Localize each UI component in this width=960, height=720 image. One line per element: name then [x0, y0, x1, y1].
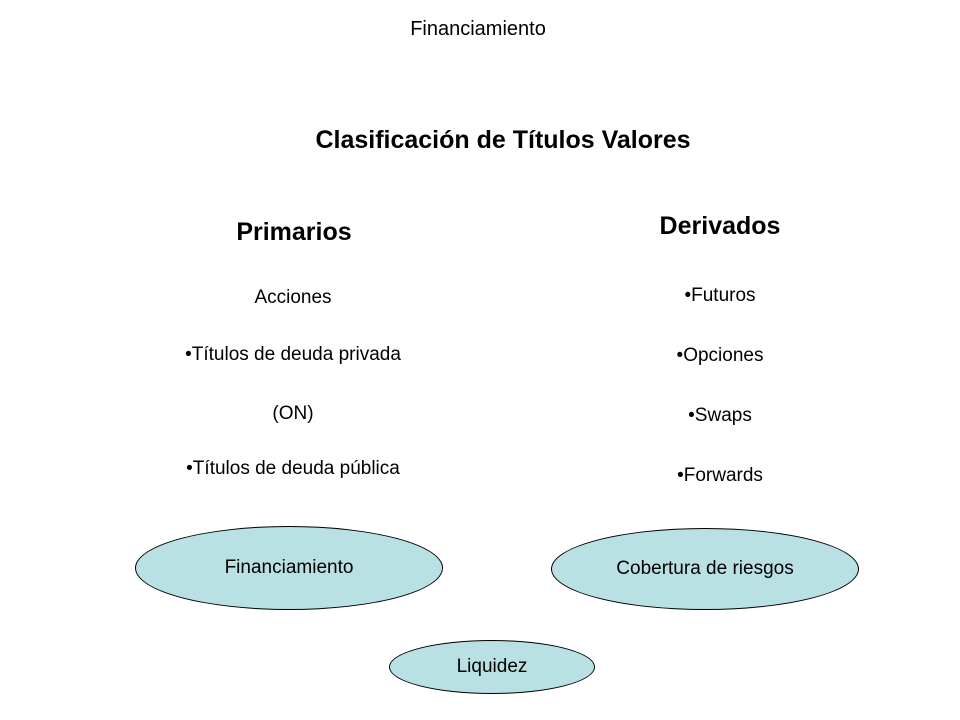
diagram-title: Clasificación de Títulos Valores: [315, 126, 691, 154]
primarios-item-on: (ON): [272, 403, 314, 424]
slide-header: Financiamiento: [410, 18, 546, 40]
derivados-heading: Derivados: [659, 212, 781, 240]
liquidez-ellipse: Liquidez: [389, 640, 595, 694]
derivados-item-swaps: •Swaps: [688, 405, 752, 426]
derivados-item-opciones: •Opciones: [676, 345, 764, 366]
primarios-heading: Primarios: [236, 218, 352, 246]
cobertura-label: Cobertura de riesgos: [616, 558, 794, 579]
cobertura-ellipse: Cobertura de riesgos: [551, 528, 859, 610]
financiamiento-ellipse: Financiamiento: [135, 526, 443, 610]
financiamiento-label: Financiamiento: [224, 557, 354, 578]
primarios-item-acciones: Acciones: [254, 287, 332, 308]
derivados-item-forwards: •Forwards: [677, 465, 763, 486]
derivados-item-futuros: •Futuros: [684, 285, 756, 306]
primarios-item-deuda-privada: •Títulos de deuda privada: [185, 344, 401, 365]
liquidez-label: Liquidez: [456, 656, 528, 677]
primarios-item-deuda-publica: •Títulos de deuda pública: [186, 458, 400, 479]
